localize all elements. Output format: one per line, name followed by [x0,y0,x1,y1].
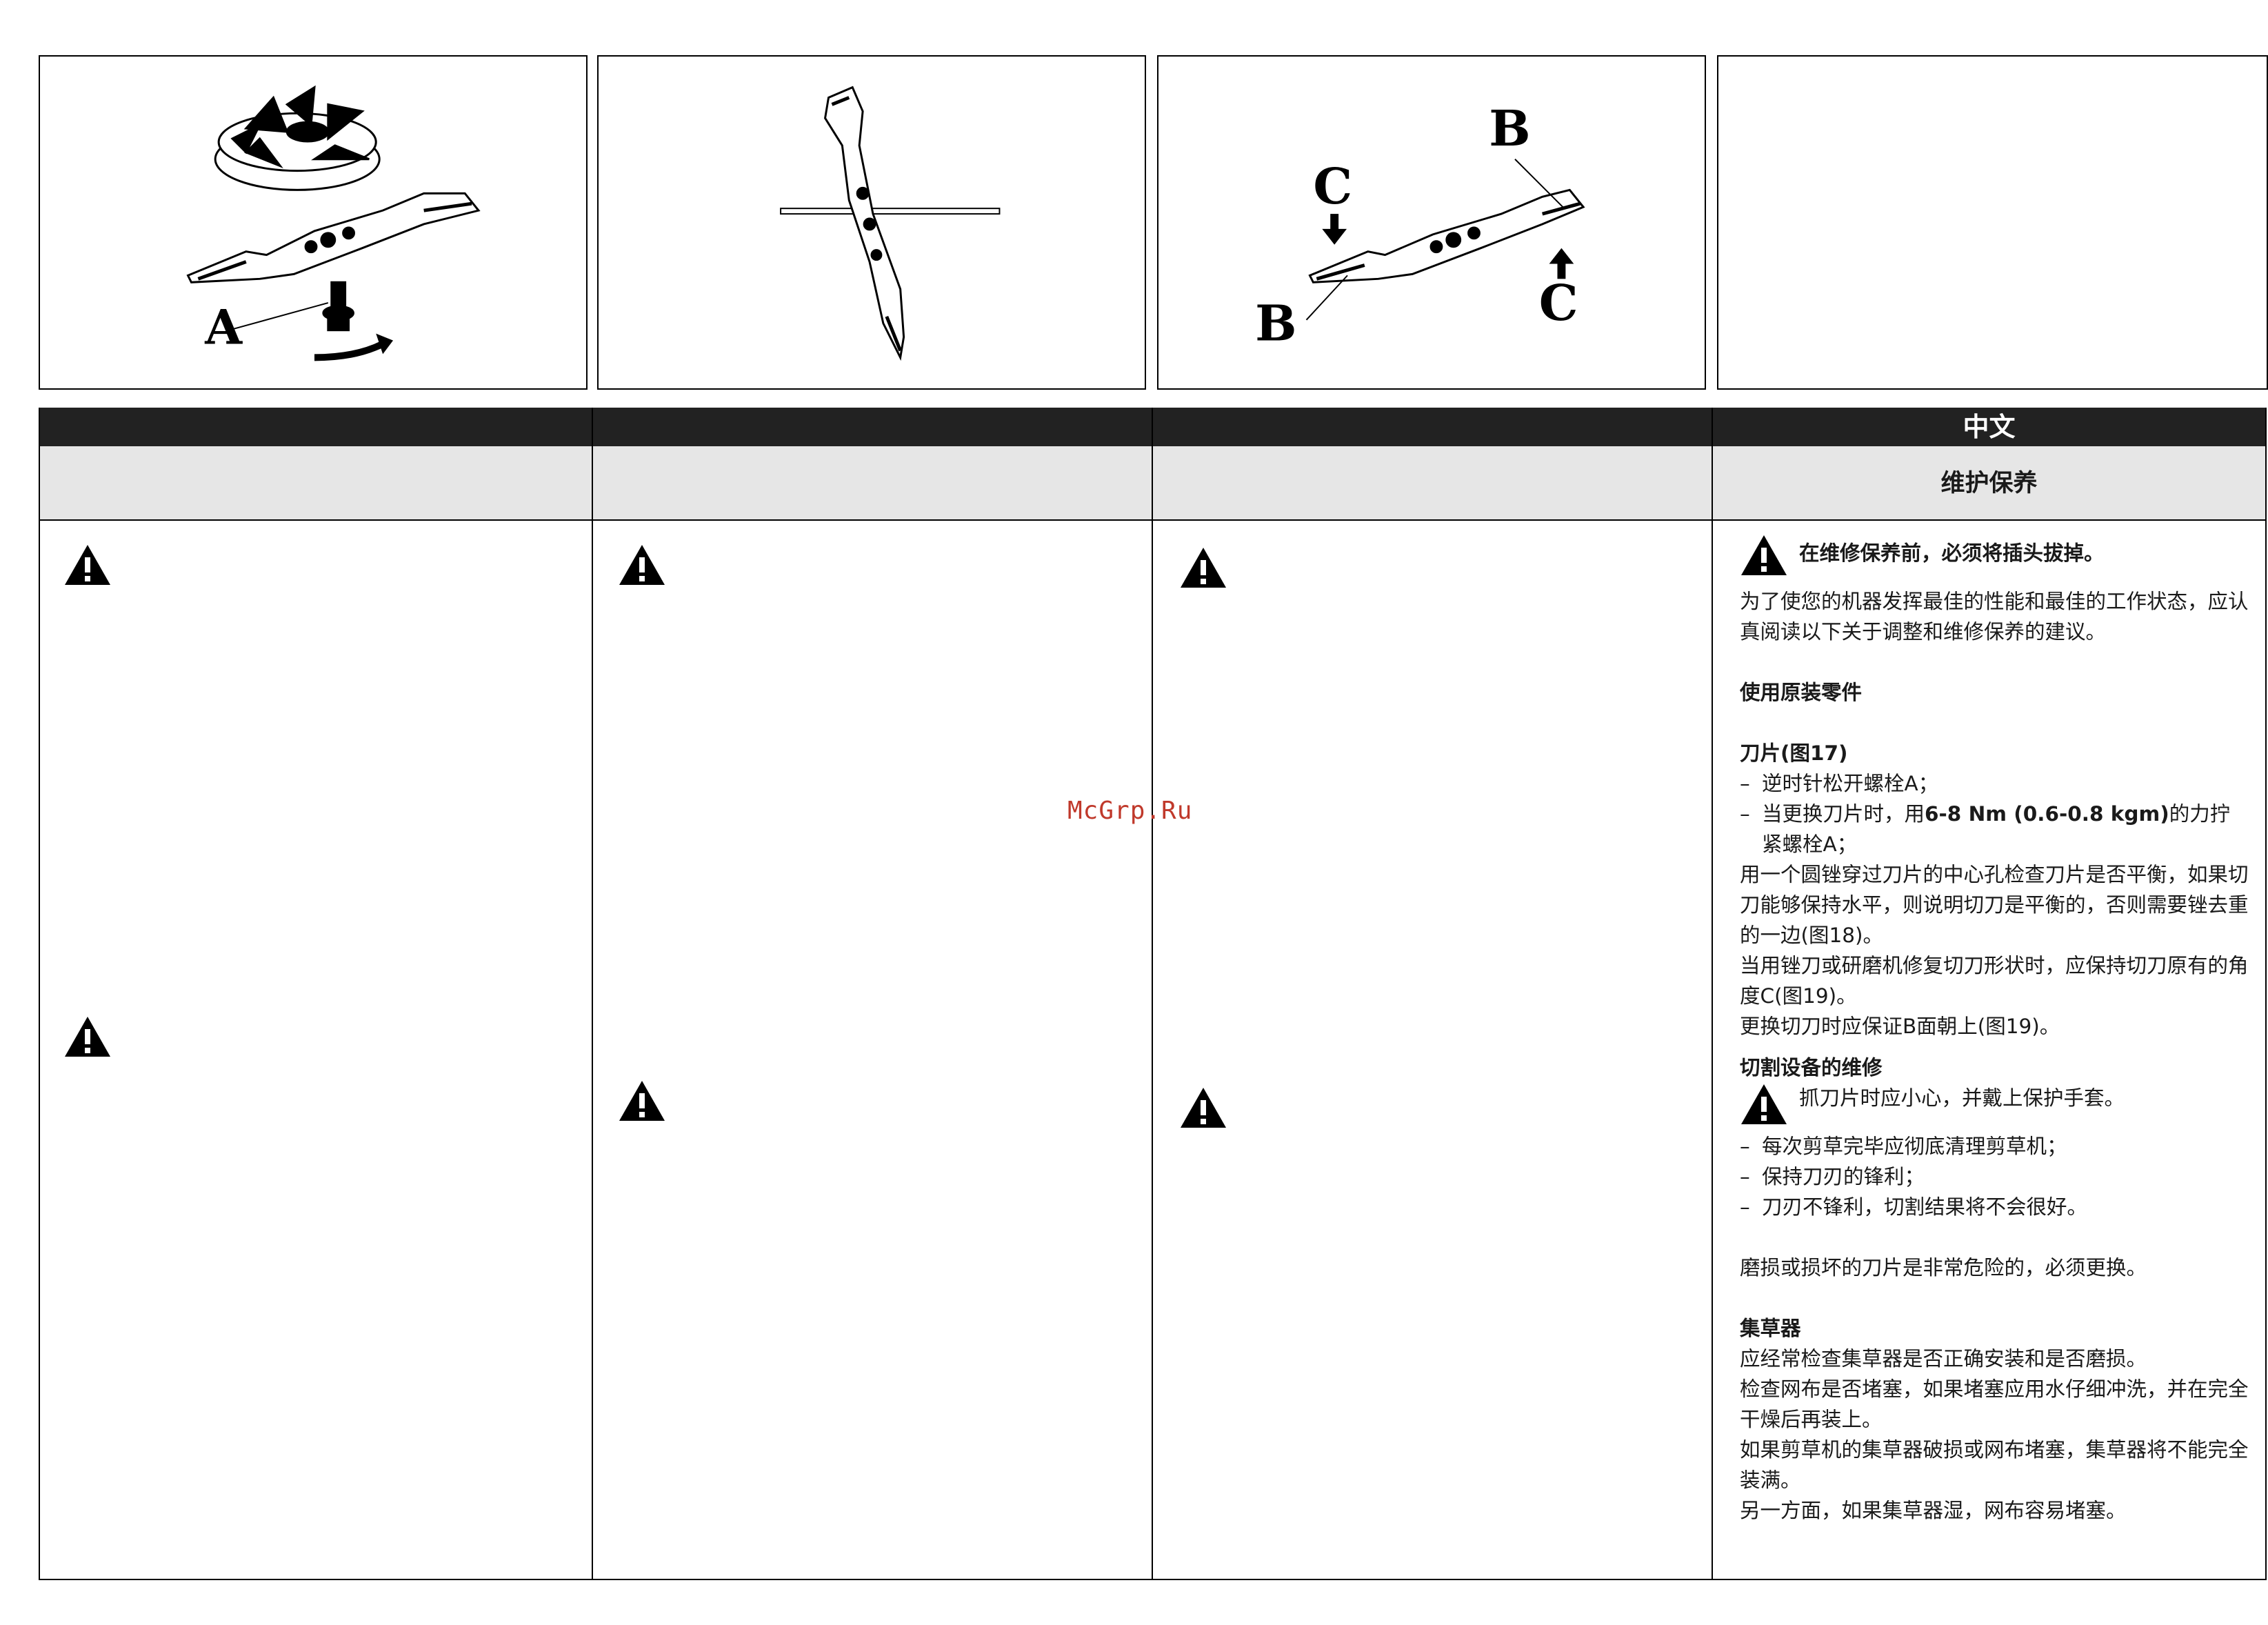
original-parts-heading: 使用原装零件 [1740,681,1863,704]
label-b-top-leader [1514,159,1564,208]
grass-bag-text-3: 如果剪草机的集草器破损或网布堵塞，集草器将不能完全装满。 [1740,1438,2249,1492]
label-c-left: C [1313,157,1352,215]
column-chinese: 中文 维护保养 [1712,408,2267,1580]
grass-bag-heading: 集草器 [1740,1317,1801,1340]
label-b-bottom-leader [1305,275,1348,321]
cutting-step-3: 刀刃不锋利，切割结果将不会很好。 [1740,1192,2250,1222]
replace-text: 更换切刀时应保证B面朝上(图19)。 [1740,1015,2060,1038]
file-rod-icon [780,208,1001,215]
grass-bag-text-2: 检查网布是否堵塞，如果堵塞应用水仔细冲洗，并在完全干燥后再装上。 [1740,1377,2249,1431]
label-b-bottom: B [1255,295,1296,352]
cutting-step-1: 每次剪草完毕应彻底清理剪草机； [1740,1131,2250,1162]
column-subheader [593,446,1152,521]
balance-text: 用一个圆锉穿过刀片的中心孔检查刀片是否平衡，如果切刀能够保持水平，则说明切刀是平… [1740,863,2249,947]
blade-heading: 刀片(图17) [1740,741,1848,765]
rotation-arrow-icon [314,333,394,361]
blade-balance-illustration [780,86,1001,361]
worn-blade-text: 磨损或损坏的刀片是非常危险的，必须更换。 [1740,1256,2147,1279]
figure-19-panel: C B B C [1157,55,1706,390]
main-warning-text: 在维修保养前，必须将插头拔掉。 [1799,541,2105,565]
warning-icon [65,1017,110,1057]
language-columns: 中文 维护保养 [39,408,2268,1580]
column-3 [1152,408,1712,1580]
column-header: 中文 [1713,408,2265,446]
warning-icon [65,545,110,585]
blade-icon [824,86,905,361]
cutting-heading: 切割设备的维修 [1740,1056,1883,1079]
warning-icon [1741,1084,1787,1124]
column-1 [39,408,592,1580]
warning-icon [1181,1088,1226,1128]
column-subheader: 维护保养 [1713,446,2265,521]
arrow-down-icon [1322,214,1347,245]
blade-step-1: 逆时针松开螺栓A； [1740,768,2250,799]
label-a: A [204,300,243,356]
arrow-up-icon [1549,248,1574,279]
column-2 [592,408,1152,1580]
warning-icon [619,1081,665,1121]
blade-removal-illustration: A [186,85,481,361]
blade-step-2: 当更换刀片时，用6-8 Nm (0.6-0.8 kgm)的力拧紧螺栓A； [1740,799,2250,859]
label-b-top: B [1489,99,1530,157]
blade-icon [186,192,481,283]
blade-sharpen-illustration: C B B C [1255,99,1585,352]
blade-step-2-text-end: 的力拧紧螺栓A； [1762,802,2231,856]
watermark: McGrp.Ru [1067,797,1193,825]
figure-18-panel [597,55,1146,390]
grass-bag-text-4: 另一方面，如果集草器湿，网布容易堵塞。 [1740,1499,2127,1522]
cutting-warning: 抓刀片时应小心，并戴上保护手套。 [1740,1083,2250,1131]
grass-bag-text-1: 应经常检查集草器是否正确安装和是否磨损。 [1740,1347,2147,1370]
cutting-warning-text: 抓刀片时应小心，并戴上保护手套。 [1799,1086,2125,1110]
torque-value: 6-8 Nm (0.6-0.8 kgm) [1925,802,2169,826]
sharpen-text: 当用锉刀或研磨机修复切刀形状时，应保持切刀原有的角度C(图19)。 [1740,954,2249,1008]
column-header [593,408,1152,446]
label-a-leader [228,302,329,331]
empty-figure-panel [1717,55,2268,390]
figure-17-panel: A [39,55,588,390]
fan-icon [214,85,381,191]
blade-icon [1308,188,1585,283]
warning-icon [1741,535,1787,575]
column-subheader [1153,446,1712,521]
column-header [40,408,592,446]
warning-icon [1181,548,1226,588]
bolt-icon [322,281,355,332]
warning-icon [619,545,665,585]
label-c-right: C [1539,274,1578,332]
column-subheader [40,446,592,521]
column-header [1153,408,1712,446]
intro-text: 为了使您的机器发挥最佳的性能和最佳的工作状态，应认真阅读以下关于调整和维修保养的… [1740,590,2249,644]
cutting-step-2: 保持刀刃的锋利； [1740,1162,2250,1192]
main-warning: 在维修保养前，必须将插头拔掉。 [1740,535,2250,586]
maintenance-content: 在维修保养前，必须将插头拔掉。 为了使您的机器发挥最佳的性能和最佳的工作状态，应… [1740,535,2250,1526]
blade-step-2-text: 当更换刀片时，用 [1762,802,1925,826]
